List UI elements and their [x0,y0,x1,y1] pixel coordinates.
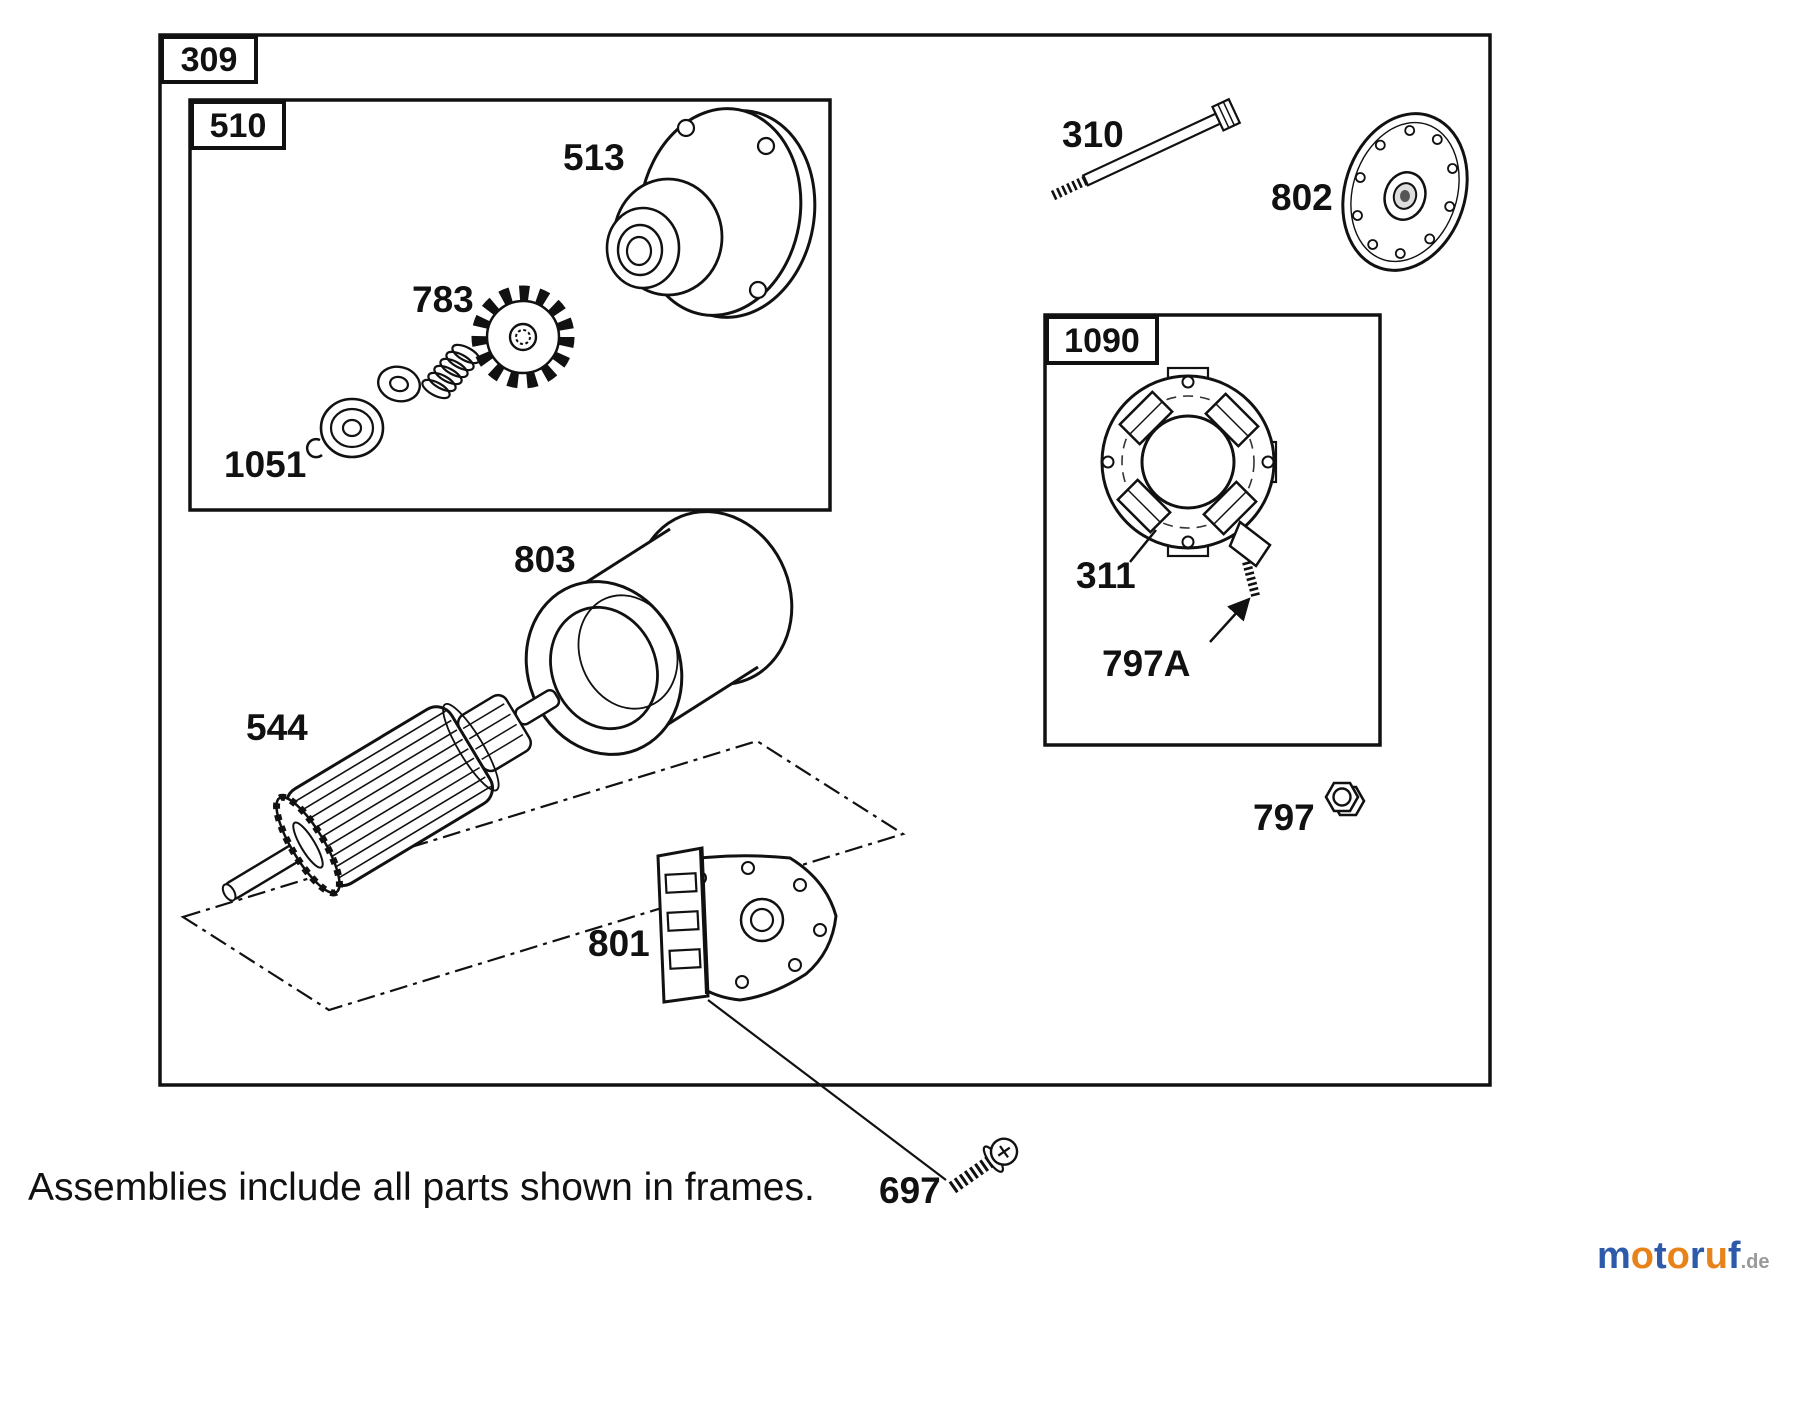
wm-letter-6: u [1705,1235,1728,1277]
drive-spring-drawing [421,343,481,400]
part-label-797: 797 [1253,797,1315,838]
part-311-drawing [1100,366,1278,598]
part-310-drawing [1050,97,1242,201]
part-802-drawing [1341,112,1469,272]
frame-510-border [188,98,832,512]
wm-letter-1: m [1597,1235,1631,1277]
terminal-tab-drawing [1228,520,1272,568]
part-797-drawing [1324,781,1366,817]
part-1051-drawing [305,397,385,459]
part-label-797a: 797A [1102,643,1190,684]
part-label-513: 513 [563,137,625,178]
frame-309-number: 309 [181,41,238,79]
part-801-drawing [656,846,838,1004]
part-label-311: 311 [1076,555,1136,596]
leader-line-311 [1129,529,1157,563]
motoruf-watermark: motoruf.de [1597,1235,1769,1277]
wm-letter-4: o [1667,1235,1690,1277]
leader-line-801-to-697 [707,999,947,1181]
wm-letter-5: r [1690,1235,1705,1277]
part-697-drawing [948,1137,1019,1194]
part-label-544: 544 [246,707,308,748]
leader-arrow-797a [1209,597,1251,643]
frame-1090-number: 1090 [1064,322,1140,360]
retaining-clip-drawing [305,437,323,459]
part-544-drawing [221,688,561,902]
assemblies-caption: Assemblies include all parts shown in fr… [28,1166,815,1209]
part-label-1051: 1051 [224,444,306,485]
frame-label-510: 510 [190,100,286,150]
frame-1090-border [1043,313,1382,747]
frame-label-1090: 1090 [1045,315,1159,365]
frame-510-number: 510 [210,107,267,145]
part-label-803: 803 [514,539,576,580]
part-label-697: 697 [879,1170,941,1211]
drive-washer-drawing [377,365,421,403]
part-803-drawing [524,510,794,756]
part-label-801: 801 [588,923,650,964]
frame-label-309: 309 [160,35,258,84]
part-label-310: 310 [1062,114,1124,155]
wm-letter-2: o [1631,1235,1654,1277]
part-513-drawing [605,107,817,319]
part-label-783: 783 [412,279,474,320]
part-797a-stud-drawing [1242,560,1261,598]
frame-309-border [158,33,1492,1087]
wm-letter-3: t [1654,1235,1667,1277]
part-783-drawing [471,285,575,389]
part-label-802: 802 [1271,177,1333,218]
wm-letter-7: f [1728,1235,1741,1277]
exploded-axis-plane-dashed [180,739,906,1012]
wm-suffix: .de [1741,1251,1770,1273]
